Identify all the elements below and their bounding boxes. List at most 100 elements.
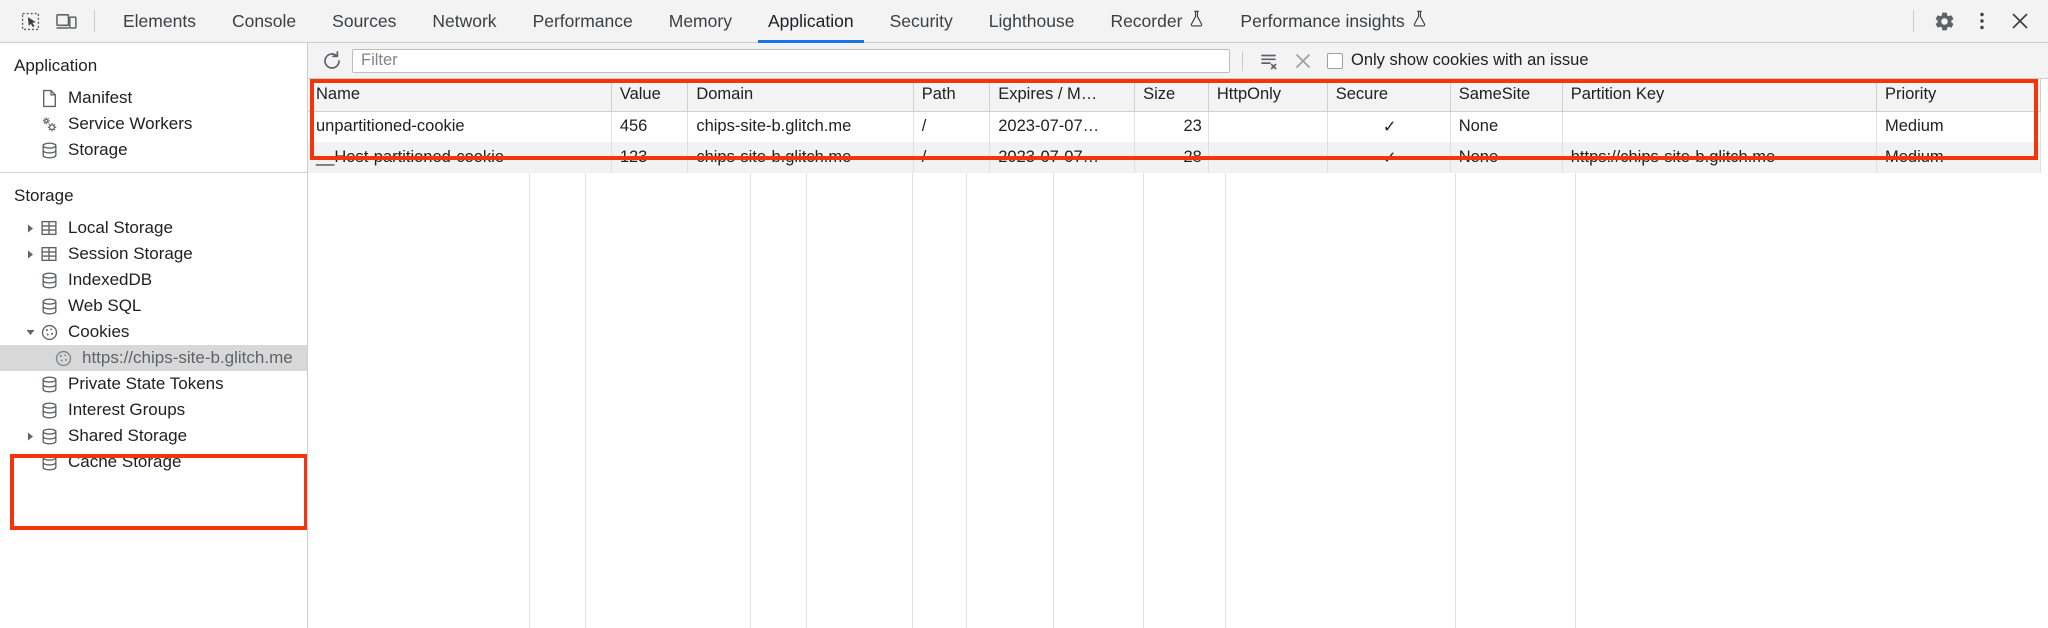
cookie-icon — [52, 349, 74, 368]
only-issues-checkbox-row[interactable]: Only show cookies with an issue — [1327, 51, 1589, 70]
cell-size: 28 — [1134, 142, 1209, 173]
filter-input[interactable] — [352, 48, 1230, 73]
chevron-right-icon[interactable] — [22, 431, 38, 442]
refresh-icon[interactable] — [318, 47, 346, 75]
cell-priority: Medium — [1876, 111, 2042, 142]
cookies-table: Name Value Domain Path Expires / M… Size… — [308, 79, 2042, 173]
only-issues-label: Only show cookies with an issue — [1351, 51, 1589, 69]
sidebar-item-private-state-tokens[interactable]: Private State Tokens — [0, 371, 307, 397]
cell-path: / — [913, 111, 991, 142]
sidebar-item-cookies[interactable]: Cookies — [0, 319, 307, 345]
cell-domain: chips-site-b.glitch.me — [687, 111, 914, 142]
column-header-partition-key[interactable]: Partition Key — [1562, 79, 1877, 112]
cell-httponly — [1208, 111, 1328, 142]
cell-expires: 2023-07-07… — [989, 142, 1136, 173]
gear-icon[interactable] — [1926, 3, 1962, 39]
sidebar-item-cookie-origin[interactable]: https://chips-site-b.glitch.me — [0, 345, 307, 371]
device-toolbar-icon[interactable] — [48, 3, 84, 39]
sidebar-item-web-sql[interactable]: Web SQL — [0, 293, 307, 319]
cell-httponly — [1208, 142, 1328, 173]
sidebar-item-cache-storage[interactable]: Cache Storage — [0, 449, 307, 475]
sidebar-item-shared-storage[interactable]: Shared Storage — [0, 423, 307, 449]
sidebar-item-label: IndexedDB — [68, 270, 153, 289]
cell-size: 23 — [1134, 111, 1209, 142]
tab-security[interactable]: Security — [872, 0, 971, 43]
database-icon — [38, 401, 60, 420]
experiment-flask-icon — [1412, 10, 1427, 32]
only-issues-checkbox[interactable] — [1327, 52, 1343, 69]
delete-selected-cookie-icon[interactable] — [1289, 47, 1317, 75]
sidebar-item-manifest[interactable]: Manifest — [0, 85, 307, 111]
clear-all-cookies-icon[interactable] — [1255, 47, 1283, 75]
cell-priority: Medium — [1876, 142, 2042, 173]
sidebar-item-label: Cookies — [68, 322, 130, 341]
cell-expires: 2023-07-07… — [989, 111, 1136, 142]
column-header-size[interactable]: Size — [1134, 79, 1209, 112]
table-row[interactable]: unpartitioned-cookie 456 chips-site-b.gl… — [308, 111, 2042, 142]
chevron-down-icon[interactable] — [22, 328, 38, 337]
inspect-element-icon[interactable] — [12, 3, 48, 39]
column-header-name[interactable]: Name — [308, 79, 612, 112]
tab-application[interactable]: Application — [750, 0, 872, 43]
tab-performance-insights[interactable]: Performance insights — [1222, 0, 1444, 43]
tab-performance[interactable]: Performance — [515, 0, 651, 43]
cookies-filter-bar: Only show cookies with an issue — [308, 43, 2048, 79]
cookies-table-area: Name Value Domain Path Expires / M… Size… — [308, 79, 2048, 628]
cell-secure: ✓ — [1327, 142, 1451, 173]
kebab-menu-icon[interactable] — [1964, 3, 2000, 39]
sidebar-item-indexeddb[interactable]: IndexedDB — [0, 267, 307, 293]
tab-elements[interactable]: Elements — [105, 0, 214, 43]
column-header-secure[interactable]: Secure — [1327, 79, 1451, 112]
tab-sources[interactable]: Sources — [314, 0, 414, 43]
tab-memory[interactable]: Memory — [651, 0, 750, 43]
column-header-samesite[interactable]: SameSite — [1450, 79, 1563, 112]
cell-secure: ✓ — [1327, 111, 1451, 142]
sidebar-item-service-workers[interactable]: Service Workers — [0, 111, 307, 137]
column-header-path[interactable]: Path — [913, 79, 991, 112]
column-header-expires[interactable]: Expires / M… — [989, 79, 1136, 112]
chevron-right-icon[interactable] — [22, 249, 38, 260]
cell-name: __Host-partitioned-cookie — [308, 142, 612, 173]
tab-label: Performance insights — [1240, 10, 1405, 31]
chevron-right-icon[interactable] — [22, 223, 38, 234]
close-icon[interactable] — [2002, 3, 2038, 39]
database-icon — [38, 427, 60, 446]
cell-samesite: None — [1450, 111, 1563, 142]
experiment-flask-icon — [1189, 10, 1204, 32]
column-header-value[interactable]: Value — [611, 79, 689, 112]
sidebar-item-label: Storage — [68, 140, 128, 159]
sidebar-item-label: Interest Groups — [68, 400, 186, 419]
database-icon — [38, 297, 60, 316]
cell-samesite: None — [1450, 142, 1563, 173]
sidebar-item-interest-groups[interactable]: Interest Groups — [0, 397, 307, 423]
tab-label: Network — [432, 10, 497, 31]
tab-recorder[interactable]: Recorder — [1092, 0, 1222, 43]
tab-console[interactable]: Console — [214, 0, 314, 43]
devtools-body: Application Manifest — [0, 43, 2048, 628]
sidebar-item-label: Local Storage — [68, 218, 173, 237]
table-row[interactable]: __Host-partitioned-cookie 123 chips-site… — [308, 142, 2042, 173]
devtools-toolbar: Elements Console Sources Network Perform… — [0, 0, 2048, 43]
toolbar-divider-right — [1913, 10, 1914, 32]
tab-network[interactable]: Network — [414, 0, 514, 43]
tab-label: Console — [231, 10, 297, 31]
devtools-tab-strip: Elements Console Sources Network Perform… — [105, 0, 1445, 43]
database-icon — [38, 375, 60, 394]
sidebar-item-session-storage[interactable]: Session Storage — [0, 241, 307, 267]
sidebar-item-storage[interactable]: Storage — [0, 137, 307, 163]
sidebar-item-label: Manifest — [68, 88, 133, 107]
cell-value: 123 — [611, 142, 689, 173]
column-header-httponly[interactable]: HttpOnly — [1208, 79, 1328, 112]
tab-lighthouse[interactable]: Lighthouse — [971, 0, 1093, 43]
tab-label: Elements — [123, 10, 196, 31]
tab-label: Memory — [668, 10, 732, 31]
toolbar-divider — [94, 10, 95, 32]
column-header-domain[interactable]: Domain — [687, 79, 914, 112]
table-icon — [38, 245, 60, 263]
filter-bar-divider — [1242, 50, 1243, 71]
column-header-priority[interactable]: Priority — [1876, 79, 2042, 112]
sidebar-section-storage: Storage Local Storage Session Storage — [0, 172, 307, 484]
sidebar-item-label: Private State Tokens — [68, 374, 224, 393]
gears-icon — [38, 115, 60, 134]
sidebar-item-local-storage[interactable]: Local Storage — [0, 215, 307, 241]
